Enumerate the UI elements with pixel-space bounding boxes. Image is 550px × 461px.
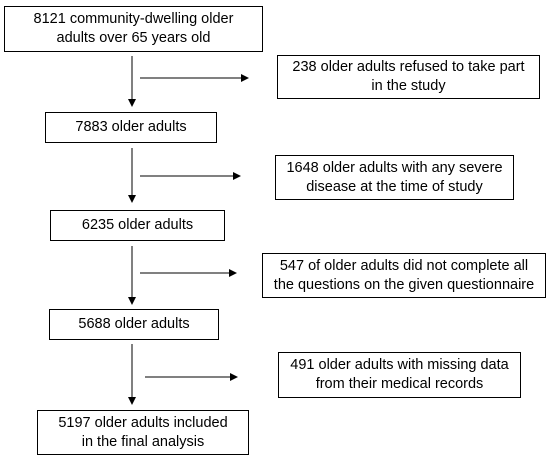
box-after-disease-label: 6235 older adults xyxy=(81,217,194,233)
box-after-questionnaire-label: 5688 older adults xyxy=(78,316,190,332)
box-excluded-missing-data-line2: from their medical records xyxy=(315,376,484,392)
box-final-analysis: 5197 older adults included in the final … xyxy=(37,410,249,455)
box-excluded-refused: 238 older adults refused to take part in… xyxy=(277,55,540,99)
box-excluded-questionnaire-line1: 547 of older adults did not complete all xyxy=(279,257,529,274)
box-after-refusal-label: 7883 older adults xyxy=(75,119,187,135)
box-excluded-disease-line1: 1648 older adults with any severe xyxy=(286,159,503,176)
box-excluded-questionnaire-line2: the questions on the given questionnaire xyxy=(273,276,535,293)
box-excluded-refused-line1: 238 older adults refused to take part xyxy=(292,59,525,75)
box-final-analysis-line2: in the final analysis xyxy=(81,433,205,450)
box-excluded-missing-data: 491 older adults with missing data from … xyxy=(278,352,521,398)
box-excluded-refused-line2: in the study xyxy=(371,78,446,94)
box-excluded-disease: 1648 older adults with any severe diseas… xyxy=(275,155,514,200)
box-initial-population-line2: adults over 65 years old xyxy=(56,30,211,46)
box-final-analysis-line1: 5197 older adults included xyxy=(58,414,228,431)
box-initial-population-line1: 8121 community-dwelling older xyxy=(33,11,234,27)
box-after-questionnaire: 5688 older adults xyxy=(49,309,219,340)
box-excluded-questionnaire: 547 of older adults did not complete all… xyxy=(262,253,546,298)
box-after-refusal: 7883 older adults xyxy=(45,112,217,143)
box-excluded-missing-data-line1: 491 older adults with missing data xyxy=(290,357,509,373)
box-initial-population: 8121 community-dwelling older adults ove… xyxy=(4,6,263,52)
box-after-disease: 6235 older adults xyxy=(50,210,225,241)
box-excluded-disease-line2: disease at the time of study xyxy=(306,178,483,195)
